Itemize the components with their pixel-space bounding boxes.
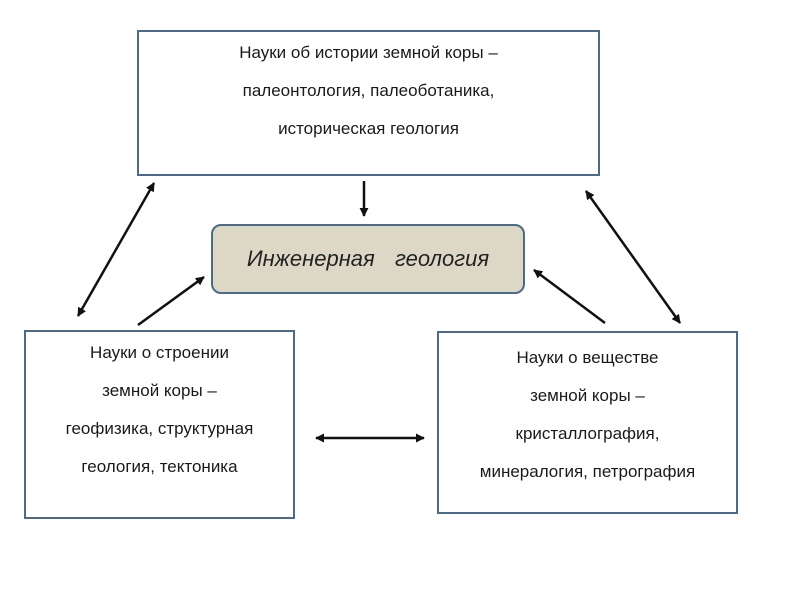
arrow-right-top-bidirectional <box>584 190 682 324</box>
history-sciences-box: Науки об истории земной коры – палеонтол… <box>137 30 600 176</box>
arrow-right-to-center <box>533 268 606 325</box>
substance-sciences-box: Науки о веществе земной коры – кристалло… <box>437 331 738 514</box>
box-text-line: Науки о строении <box>90 343 229 362</box>
box-text-line: Науки об истории земной коры – <box>239 43 498 62</box>
arrow-left-top-bidirectional <box>76 182 156 317</box>
box-text-line: Науки о веществе <box>516 348 659 367</box>
box-text-line: кристаллография, <box>515 424 660 443</box>
box-text-line: геология, тектоника <box>81 457 238 476</box>
structure-sciences-box: Науки о строении земной коры – геофизика… <box>24 330 295 519</box>
engineering-geology-node: Инженерная геология <box>211 224 525 294</box>
box-text-line: минералогия, петрография <box>479 462 696 481</box>
arrow-left-to-center <box>137 275 205 327</box>
box-text-line: палеонтология, палеоботаника, <box>242 81 495 100</box>
box-text-line: земной коры – <box>102 381 217 400</box>
box-text-line: земной коры – <box>530 386 645 405</box>
center-label: Инженерная геология <box>246 246 490 271</box>
box-text-line: геофизика, структурная <box>65 419 254 438</box>
box-text-line: историческая геология <box>278 119 459 138</box>
